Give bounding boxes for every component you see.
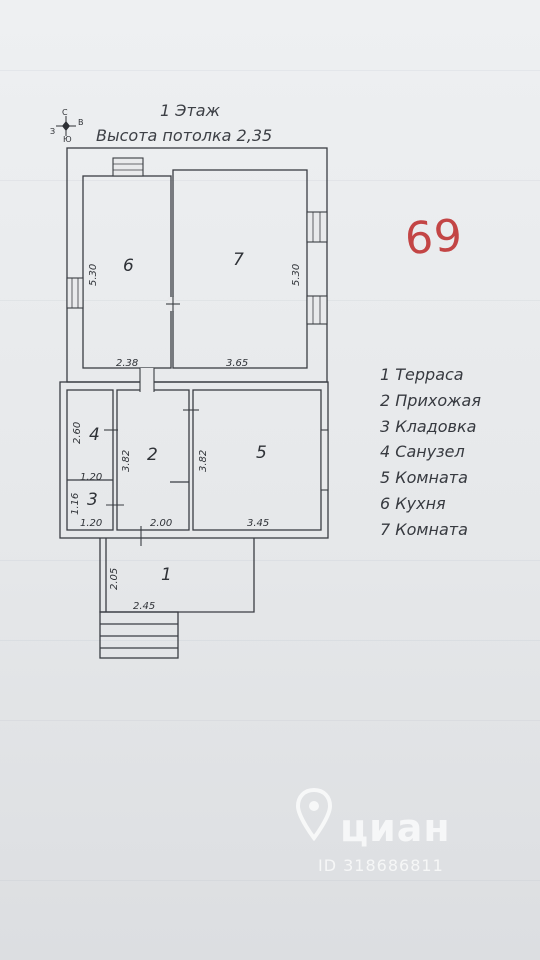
room-legend: 1 Терраса 2 Прихожая 3 Кладовка 4 Санузе… — [380, 362, 481, 543]
door-kitchen-hall — [140, 368, 154, 392]
window-top — [112, 157, 144, 177]
dimension-label: 3.82 — [121, 450, 132, 472]
ceiling-height-label: Высота потолка 2,35 — [96, 126, 273, 145]
window-room5 — [320, 429, 329, 491]
dimension-label: 5.30 — [291, 264, 302, 286]
compass-west: З — [50, 127, 56, 136]
dimension-label: 3.82 — [198, 450, 209, 472]
upper-outer-wall — [66, 147, 328, 383]
legend-item: 7 Комната — [380, 519, 468, 539]
room-number: 6 — [123, 256, 134, 276]
compass-cross-icon — [56, 116, 76, 136]
dimension-label: 3.45 — [247, 518, 269, 529]
dimension-label: 3.65 — [226, 358, 248, 369]
dimension-label: 5.30 — [88, 264, 99, 286]
dimension-label: 2.38 — [116, 358, 138, 369]
room-number: 4 — [89, 425, 100, 445]
window-kitchen — [66, 277, 84, 309]
dimension-label: 2.45 — [133, 601, 155, 612]
legend-item: 3 Кладовка — [380, 416, 477, 436]
dimension-label: 1.20 — [80, 472, 102, 483]
legend-item: 6 Кухня — [380, 493, 446, 513]
compass-south: Ю — [63, 135, 72, 144]
page-number-handwritten: 69 — [403, 210, 465, 265]
dimension-label: 2.00 — [150, 518, 172, 529]
legend-item: 4 Санузел — [380, 442, 465, 462]
dimension-label: 1.20 — [80, 518, 102, 529]
window-room7-upper — [306, 211, 328, 243]
room-number: 7 — [233, 250, 244, 270]
compass-rose: С В Ю З — [50, 108, 86, 148]
window-room7-lower — [306, 295, 328, 325]
legend-item: 5 Комната — [380, 468, 468, 488]
legend-item: 1 Терраса — [380, 365, 464, 384]
compass-east: В — [78, 118, 84, 127]
watermark-listing-id: ID 318686811 — [318, 856, 444, 875]
location-pin-icon — [295, 787, 333, 842]
compass-north: С — [62, 108, 68, 117]
terrace-outline — [99, 538, 255, 613]
dimension-label: 2.05 — [109, 568, 120, 590]
room-number: 1 — [161, 565, 172, 585]
legend-item: 2 Прихожая — [380, 390, 481, 410]
room7-inner-wall — [172, 169, 308, 369]
dimension-label: 2.60 — [72, 422, 83, 444]
bath-storage-area — [66, 389, 114, 531]
dimension-label: 1.16 — [70, 493, 81, 515]
lower-outer-wall — [59, 381, 329, 539]
floor-title: 1 Этаж — [160, 101, 220, 120]
watermark-brand: циан — [340, 806, 451, 850]
room-number: 5 — [256, 443, 267, 463]
room-number: 3 — [87, 490, 98, 510]
steps — [99, 611, 179, 659]
room-number: 2 — [147, 445, 158, 465]
